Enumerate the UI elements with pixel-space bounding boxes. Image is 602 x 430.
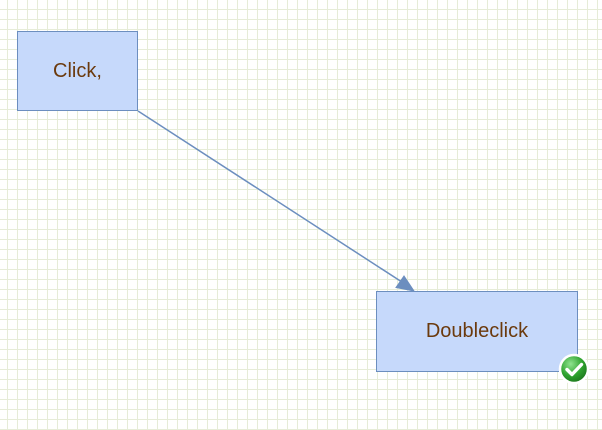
node-doubleclick[interactable]: Doubleclick <box>376 291 578 372</box>
node-label: Click, <box>53 59 102 82</box>
connector-edge[interactable] <box>137 110 406 285</box>
arrowhead-icon <box>395 275 416 292</box>
node-label: Doubleclick <box>425 320 529 342</box>
node-click[interactable]: Click, <box>17 31 138 111</box>
check-icon <box>558 353 590 385</box>
